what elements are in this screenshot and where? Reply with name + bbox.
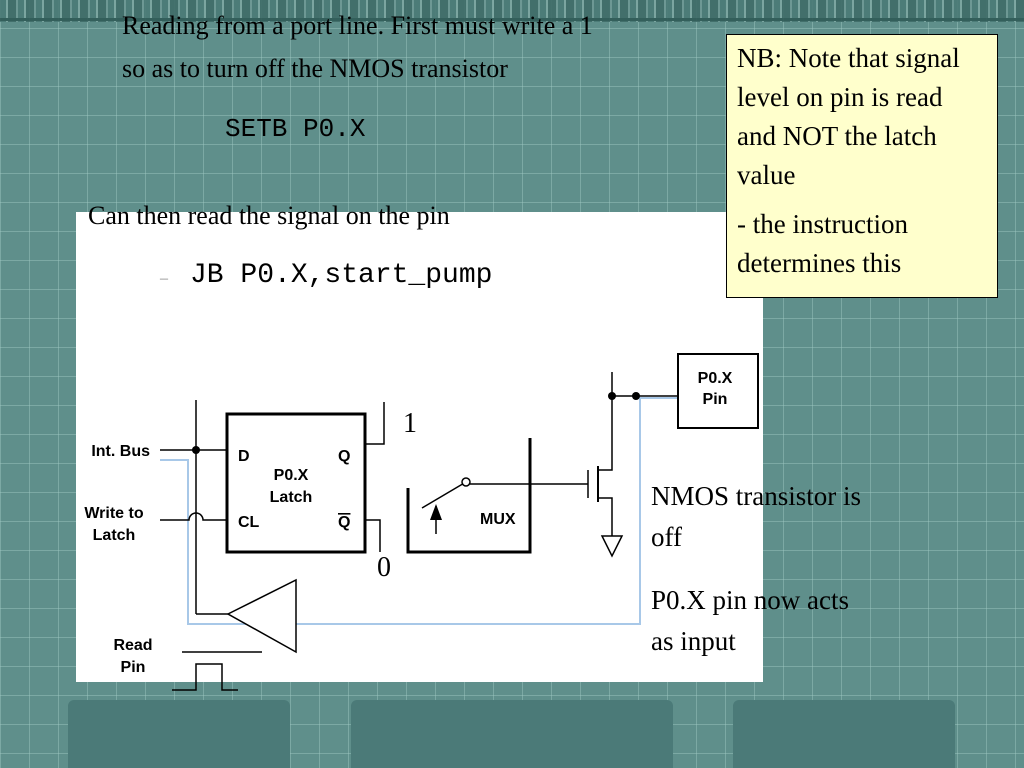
- subheading: Can then read the signal on the pin: [88, 201, 450, 230]
- pcb-trace-decoration: [0, 0, 1024, 22]
- input-note-line-2: as input: [651, 626, 736, 656]
- footer-tab-center: [351, 700, 673, 768]
- bullet-marker: –: [160, 270, 168, 287]
- note-paragraph-1: NB: Note that signal level on pin is rea…: [737, 43, 960, 190]
- nmos-note-line-1: NMOS transistor is: [651, 481, 862, 511]
- footer-tab-right: [733, 700, 955, 768]
- note-paragraph-2: - the instruction determines this: [737, 209, 908, 278]
- heading-line-2: so as to turn off the NMOS transistor: [122, 54, 508, 83]
- nmos-note-line-2: off: [651, 522, 682, 552]
- footer-tab-left: [68, 700, 290, 768]
- code-setb: SETB P0.X: [225, 114, 366, 144]
- code-jb: JB P0.X,start_pump: [190, 260, 493, 291]
- note-box: NB: Note that signal level on pin is rea…: [726, 34, 998, 298]
- heading-line-1: Reading from a port line. First must wri…: [122, 11, 593, 40]
- input-note-line-1: P0.X pin now acts: [651, 585, 849, 615]
